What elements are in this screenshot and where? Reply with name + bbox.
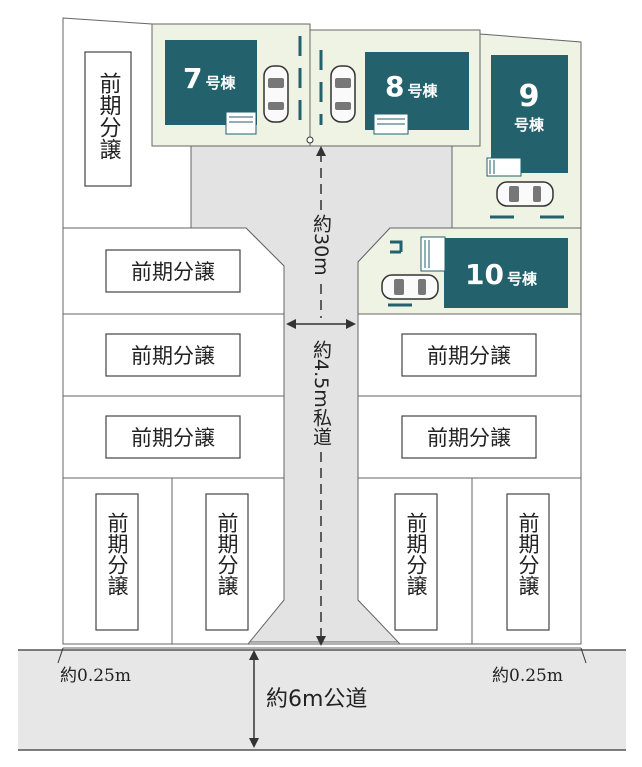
prior-label-left-5: 前期分譲 (215, 512, 239, 596)
setback-left-label: 約0.25m (60, 666, 131, 686)
prior-label-right-1: 前期分譲 (427, 344, 511, 368)
car-icon-10 (381, 274, 439, 300)
setback-right-label: 約0.25m (492, 666, 563, 686)
building-9-number: 9 (519, 79, 540, 114)
building-9 (491, 55, 568, 173)
private-road-length-label: 約30m (310, 214, 332, 276)
public-road (18, 650, 626, 750)
car-icon-9 (496, 181, 554, 207)
building-7 (165, 40, 257, 125)
prior-label-right-3: 前期分譲 (404, 512, 428, 596)
car-icon-7 (263, 65, 289, 123)
car-icon-8 (330, 65, 356, 123)
building-10 (444, 238, 568, 308)
prior-label-right-2: 前期分譲 (427, 426, 511, 450)
public-road-label: 約6m公道 (266, 687, 367, 712)
prior-label-right-4: 前期分譲 (516, 512, 540, 596)
prior-label-left-3: 前期分譲 (131, 426, 215, 450)
prior-label-left-4: 前期分譲 (105, 512, 129, 596)
building-9-suffix: 号棟 (514, 116, 545, 134)
prior-label-left-1: 前期分譲 (131, 260, 215, 284)
private-road-width-label: 約4.5m私道 (310, 340, 332, 446)
prior-label-left-2: 前期分譲 (131, 344, 215, 368)
prior-label-left-top: 前期分譲 (96, 72, 122, 160)
